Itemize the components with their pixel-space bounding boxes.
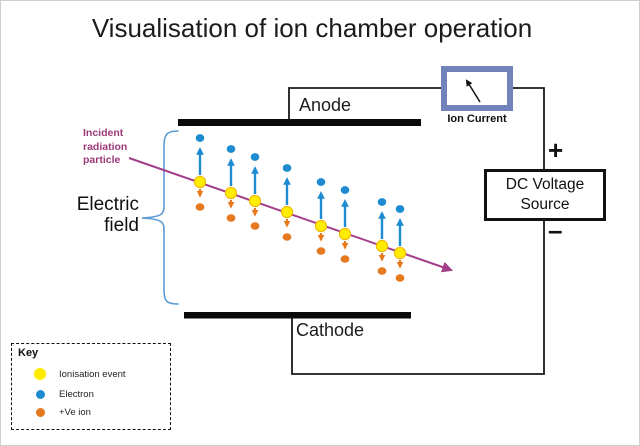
page-title: Visualisation of ion chamber operation [91, 13, 533, 43]
ionisation-event-marker [248, 153, 262, 230]
ionisation-event-marker [375, 198, 389, 275]
key-item-label: Electron [59, 388, 94, 400]
wire-anode-to-meter [288, 87, 441, 121]
meter-needle-icon [465, 79, 481, 103]
ionisation-events-layer [193, 134, 407, 282]
dc-voltage-line2: Source [520, 196, 570, 213]
negative-terminal-label: – [548, 215, 563, 245]
key-heading: Key [18, 347, 39, 359]
dc-voltage-line1: DC Voltage [505, 176, 585, 193]
key-item-positive-ion: +Ve ion [34, 404, 91, 420]
positive-ion-swatch [35, 407, 45, 417]
ionisation-event-marker [280, 164, 294, 241]
key-item-label: +Ve ion [59, 406, 91, 418]
wire-source-to-cathode [291, 219, 545, 375]
anode-plate [178, 119, 421, 126]
key-item-label: Ionisation event [59, 368, 126, 380]
ion-current-label: Ion Current [447, 113, 507, 125]
key-item-electron: Electron [34, 386, 94, 402]
cathode-label: Cathode [296, 320, 365, 340]
wire-meter-to-source [513, 87, 545, 171]
ionisation-event-marker [224, 145, 238, 222]
meter-face [447, 72, 507, 105]
electron-swatch [35, 389, 45, 399]
incident-radiation-label: Incident radiation particle [83, 127, 128, 166]
electric-field-label: Electric field [76, 194, 139, 236]
ionisation-event-marker [314, 178, 328, 255]
cathode-plate [184, 312, 411, 319]
key-item-ionisation-event: Ionisation event [34, 366, 126, 382]
dc-voltage-source: DC Voltage Source [484, 169, 606, 221]
anode-label: Anode [299, 95, 352, 115]
ionisation-event-swatch [34, 368, 46, 380]
ionisation-event-marker [393, 205, 407, 282]
positive-terminal-label: + [548, 135, 564, 165]
key-legend: Key Ionisation event Electron +Ve ion [11, 343, 171, 430]
ionisation-event-marker [193, 134, 207, 211]
electric-field-brace [141, 130, 179, 305]
ionisation-event-marker [338, 186, 352, 263]
